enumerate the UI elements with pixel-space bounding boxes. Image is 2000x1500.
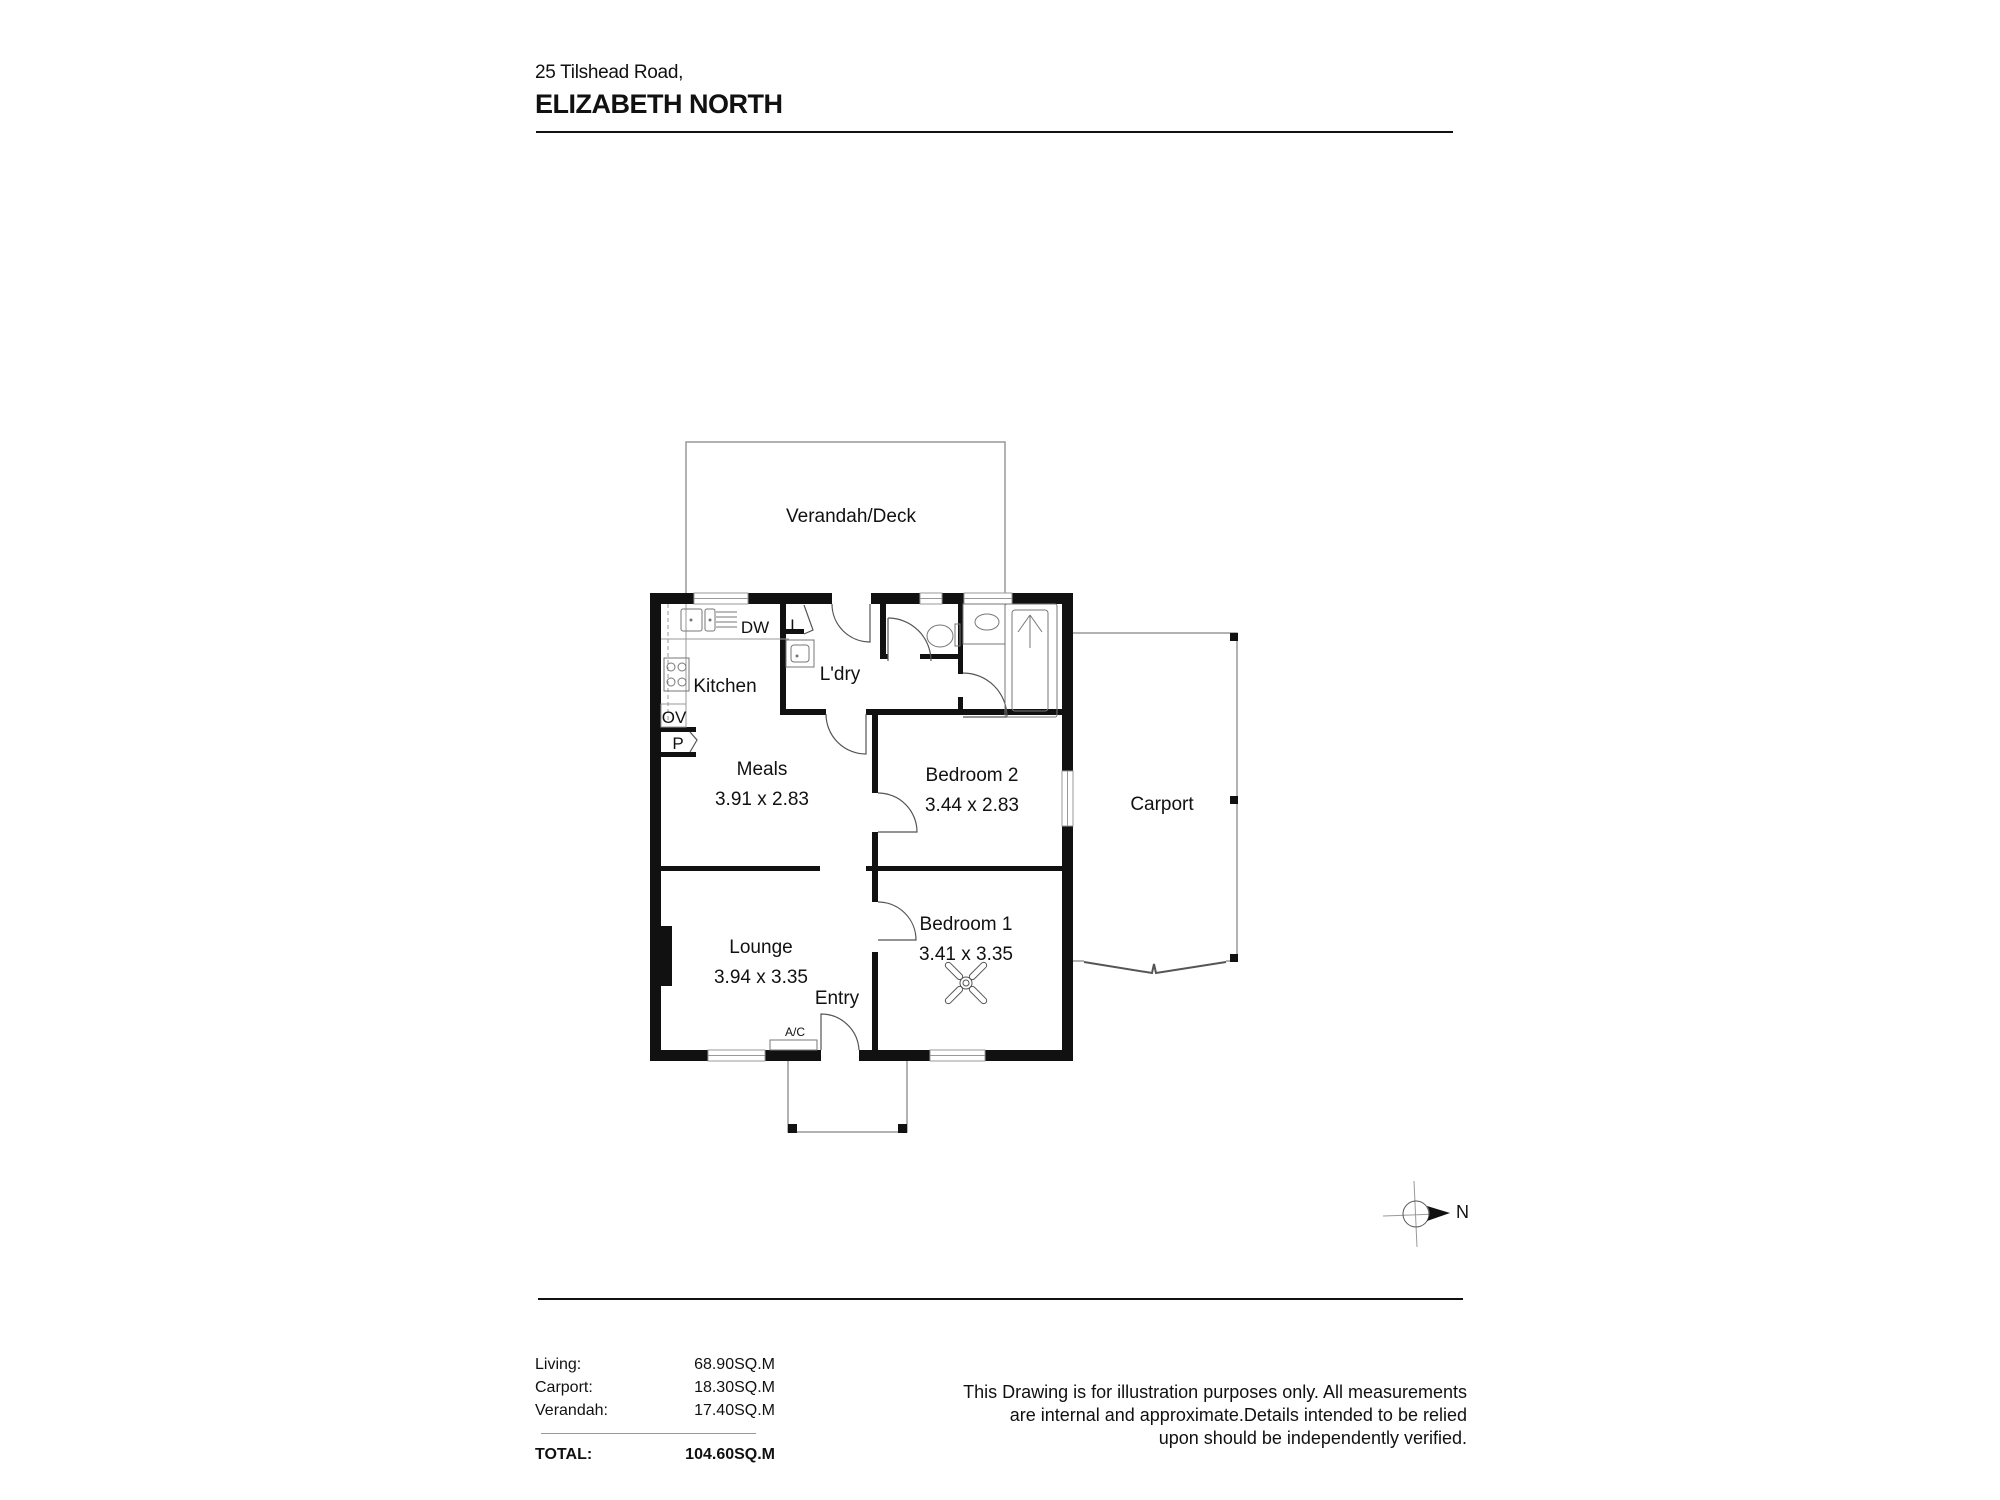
cooktop-icon xyxy=(663,657,690,692)
disclaimer-text: This Drawing is for illustration purpose… xyxy=(907,1381,1467,1450)
disclaimer-line-1: This Drawing is for illustration purpose… xyxy=(963,1382,1467,1402)
area-row-verandah: Verandah: 17.40SQ.M xyxy=(535,1399,775,1422)
room-label-kitchen: Kitchen xyxy=(693,676,756,697)
sink-icon xyxy=(680,608,737,632)
air-conditioner-unit xyxy=(769,1039,818,1051)
doors xyxy=(820,603,1008,1051)
area-summary: Living: 68.90SQ.M Carport: 18.30SQ.M Ver… xyxy=(535,1353,775,1466)
area-label: Verandah: xyxy=(535,1402,608,1419)
pantry-label: P xyxy=(672,734,683,753)
room-label-bedroom2: Bedroom 2 xyxy=(926,765,1019,786)
carport-posts xyxy=(1230,633,1238,962)
footer-divider xyxy=(538,1298,1463,1300)
oven-label: OV xyxy=(662,708,687,727)
dishwasher-label: DW xyxy=(741,618,769,637)
interior-walls xyxy=(657,593,1062,1050)
room-dims-lounge: 3.94 x 3.35 xyxy=(714,967,808,988)
room-label-entry: Entry xyxy=(815,988,860,1009)
room-label-meals: Meals xyxy=(737,759,788,780)
north-compass-icon xyxy=(1382,1180,1450,1248)
linen-door-icon xyxy=(803,604,814,635)
disclaimer-line-3: upon should be independently verified. xyxy=(1158,1428,1467,1448)
disclaimer-line-2: are internal and approximate.Details int… xyxy=(1009,1405,1467,1425)
total-label: TOTAL: xyxy=(535,1446,593,1463)
room-dims-bedroom1: 3.41 x 3.35 xyxy=(919,944,1013,965)
verandah-area xyxy=(685,441,1006,593)
area-label: Carport: xyxy=(535,1379,593,1396)
area-row-carport: Carport: 18.30SQ.M xyxy=(535,1376,775,1399)
area-row-living: Living: 68.90SQ.M xyxy=(535,1353,775,1376)
ceiling-fan-icon xyxy=(944,961,988,1005)
oven-box xyxy=(660,703,687,728)
area-value: 68.90SQ.M xyxy=(694,1356,775,1373)
room-label-laundry: L'dry xyxy=(820,664,861,685)
basin-icon xyxy=(962,603,1006,645)
header-divider xyxy=(536,131,1453,133)
room-label-verandah: Verandah/Deck xyxy=(786,506,916,527)
room-label-carport: Carport xyxy=(1130,794,1194,815)
area-value: 17.40SQ.M xyxy=(694,1402,775,1419)
porch-posts xyxy=(788,1124,907,1133)
carport-gate-icon xyxy=(1083,961,1227,975)
room-label-lounge: Lounge xyxy=(729,937,792,958)
pantry-door-icon xyxy=(689,731,698,753)
windows xyxy=(693,592,1074,1062)
room-label-bedroom1: Bedroom 1 xyxy=(920,914,1013,935)
property-suburb: ELIZABETH NORTH xyxy=(535,89,783,119)
area-row-total: TOTAL: 104.60SQ.M xyxy=(535,1443,775,1466)
total-value: 104.60SQ.M xyxy=(685,1446,775,1463)
air-conditioner-label: A/C xyxy=(785,1025,805,1039)
area-label: Living: xyxy=(535,1356,582,1373)
laundry-tub-icon xyxy=(785,639,815,668)
area-separator xyxy=(541,1433,756,1434)
exterior-walls xyxy=(650,593,1073,1061)
room-dims-bedroom2: 3.44 x 2.83 xyxy=(925,795,1019,816)
room-dims-meals: 3.91 x 2.83 xyxy=(715,789,809,810)
entry-porch xyxy=(787,1061,908,1133)
property-address: 25 Tilshead Road, xyxy=(535,62,684,83)
toilet-icon xyxy=(926,623,961,648)
compass-north-label: N xyxy=(1456,1202,1469,1222)
linen-label: L xyxy=(790,616,799,635)
bath-icon xyxy=(1004,603,1058,718)
area-value: 18.30SQ.M xyxy=(694,1379,775,1396)
